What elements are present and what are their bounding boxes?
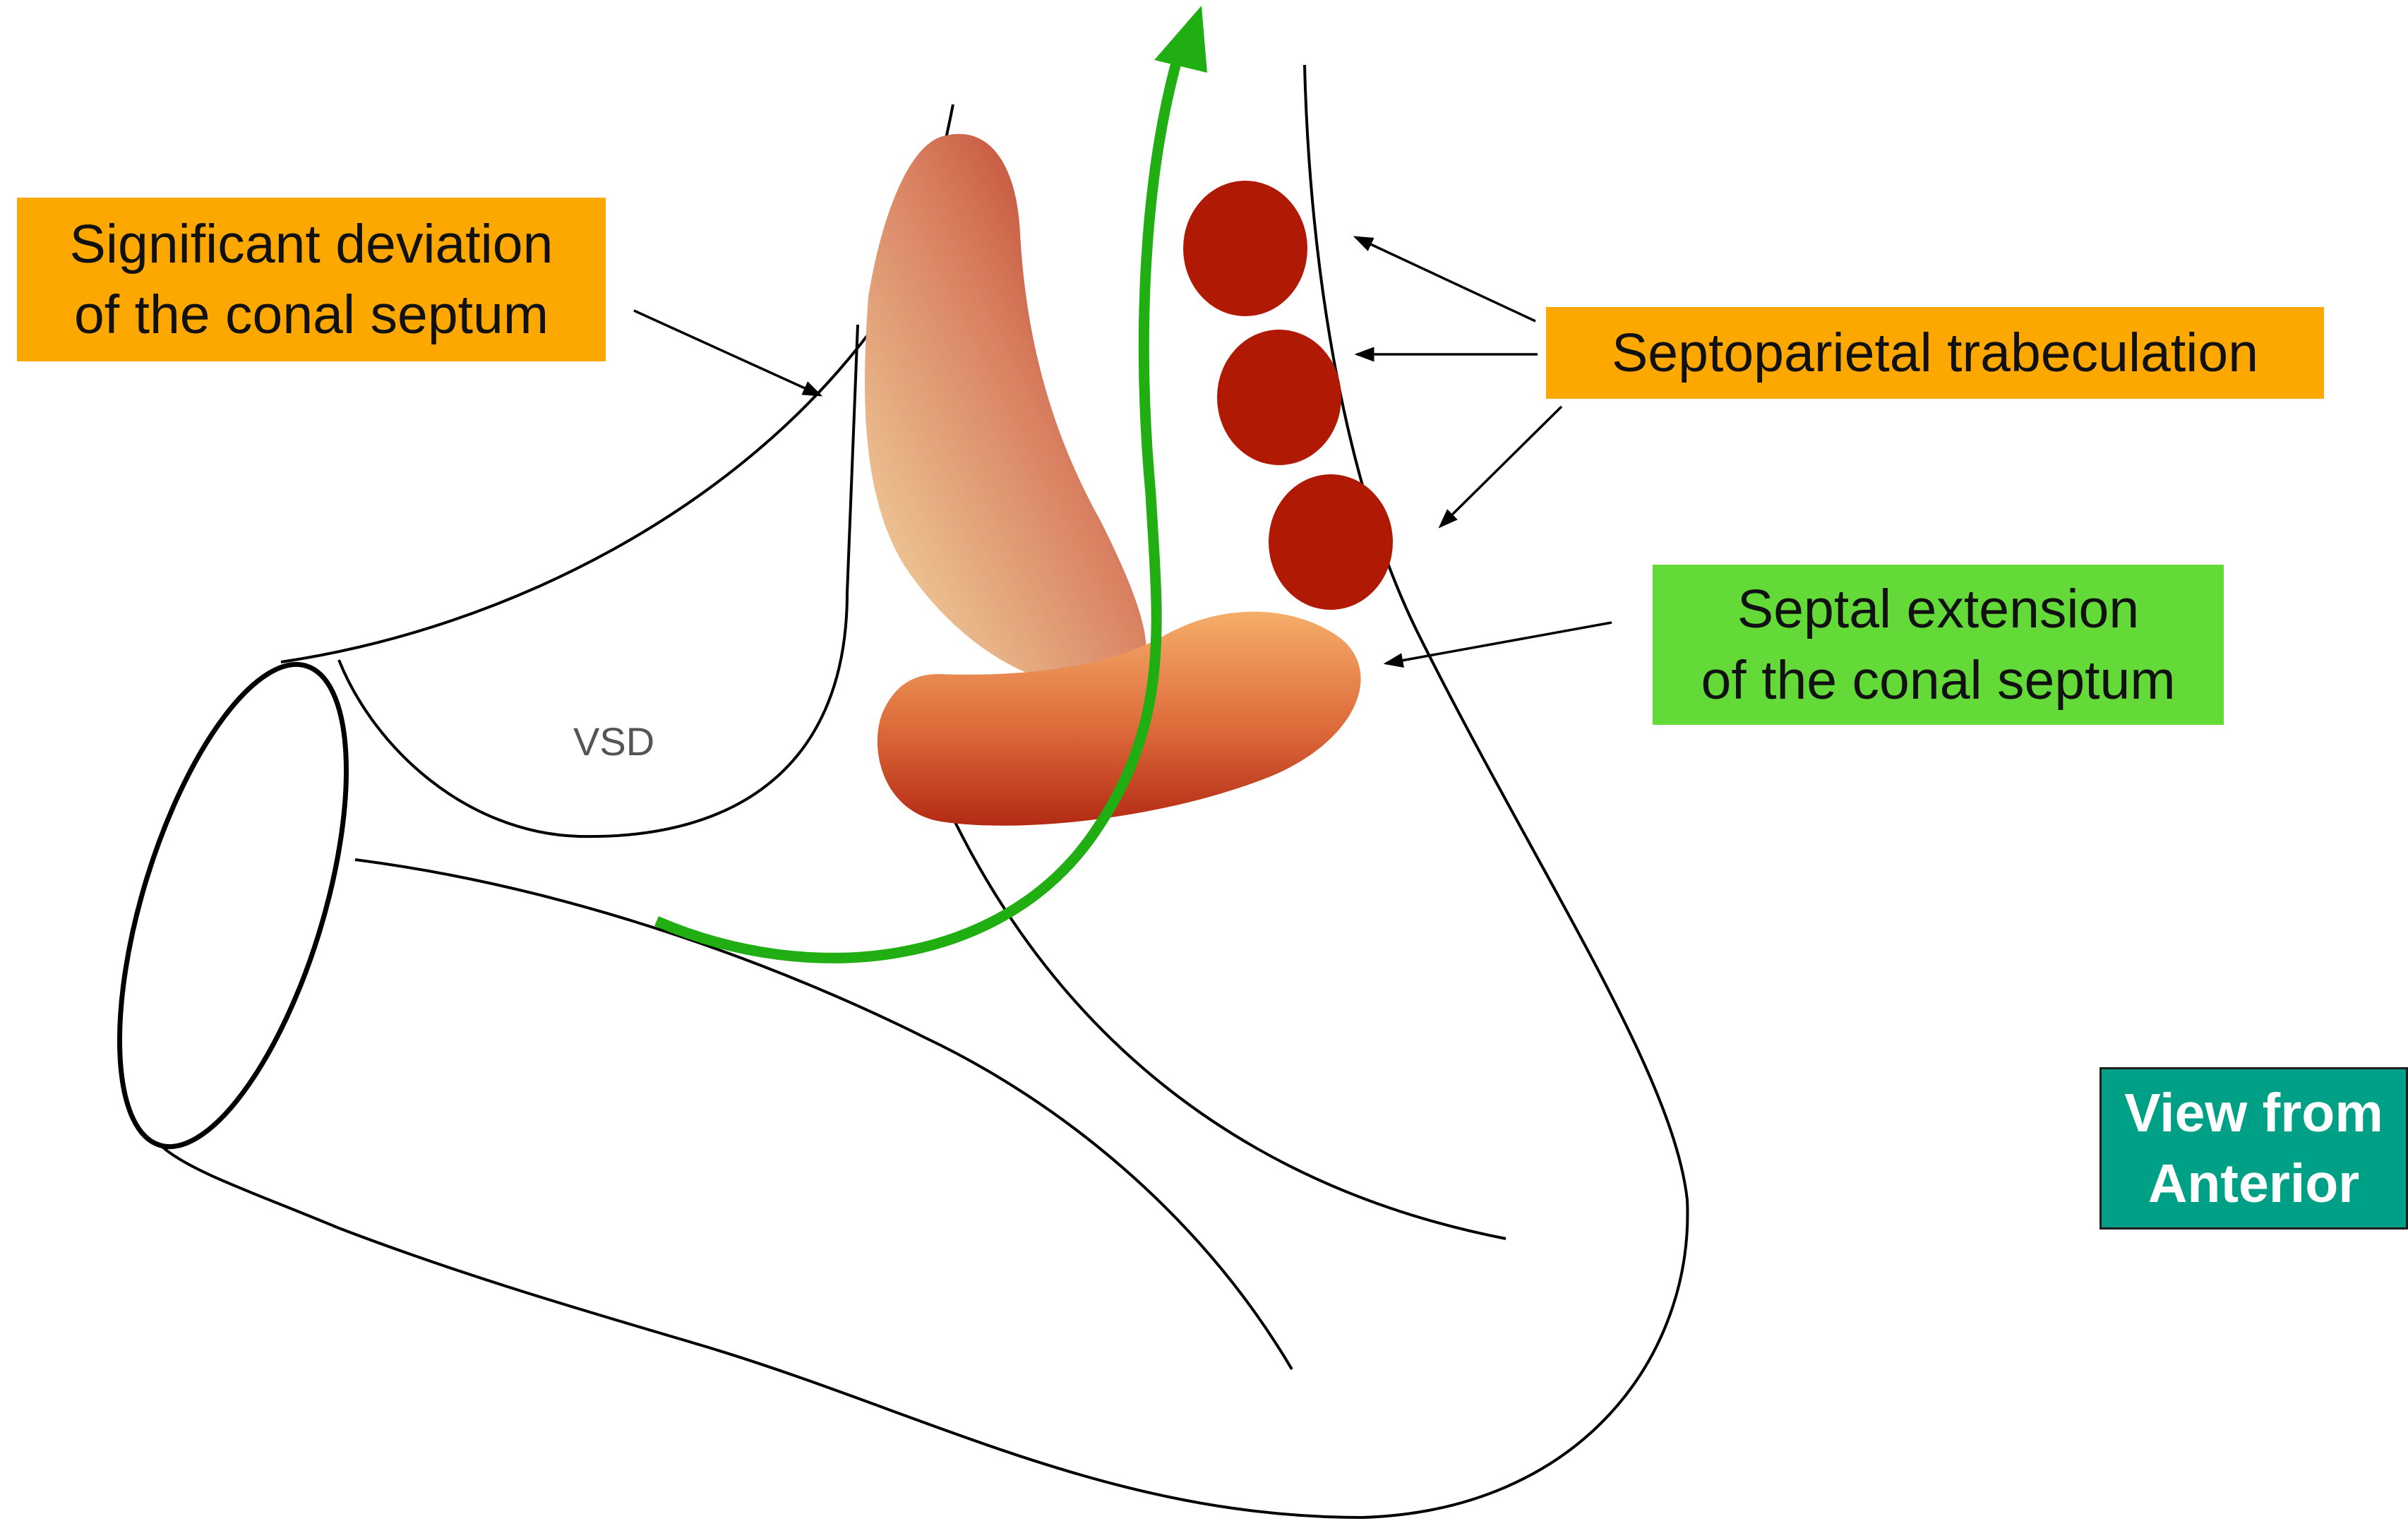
pointer-conal-deviation bbox=[634, 311, 820, 395]
outflow-top-wall bbox=[281, 104, 953, 662]
label-view-line-1: View from bbox=[2124, 1078, 2383, 1148]
pointer-trabeculation-3 bbox=[1440, 407, 1562, 527]
label-septoparietal-text: Septoparietal trabeculation bbox=[1612, 318, 2258, 388]
flow-arrow-head bbox=[1154, 6, 1207, 73]
trabeculation-1 bbox=[1183, 181, 1307, 316]
label-conal-deviation: Significant deviation of the conal septu… bbox=[17, 198, 606, 361]
label-view-from-anterior: View from Anterior bbox=[2099, 1067, 2408, 1230]
label-conal-deviation-line-2: of the conal septum bbox=[74, 279, 549, 350]
label-septoparietal: Septoparietal trabeculation bbox=[1546, 307, 2324, 399]
septal-band-line bbox=[955, 822, 1506, 1239]
label-septal-extension-line-2: of the conal septum bbox=[1701, 645, 2175, 716]
vsd-label: VSD bbox=[573, 719, 654, 764]
trabeculations bbox=[1183, 181, 1393, 610]
trabeculation-3 bbox=[1269, 474, 1393, 610]
label-septal-extension: Septal extension of the conal septum bbox=[1653, 565, 2224, 725]
conal-septum-shape bbox=[865, 134, 1146, 687]
vessel-opening bbox=[73, 639, 393, 1172]
pointer-trabeculation-1 bbox=[1355, 237, 1535, 321]
outflow-bottom-wall bbox=[355, 860, 1292, 1369]
label-septal-extension-line-1: Septal extension bbox=[1737, 574, 2139, 644]
pointer-septal-extension bbox=[1386, 623, 1612, 663]
label-view-line-2: Anterior bbox=[2148, 1148, 2359, 1219]
trabeculation-2 bbox=[1217, 330, 1341, 465]
label-conal-deviation-line-1: Significant deviation bbox=[70, 209, 553, 279]
